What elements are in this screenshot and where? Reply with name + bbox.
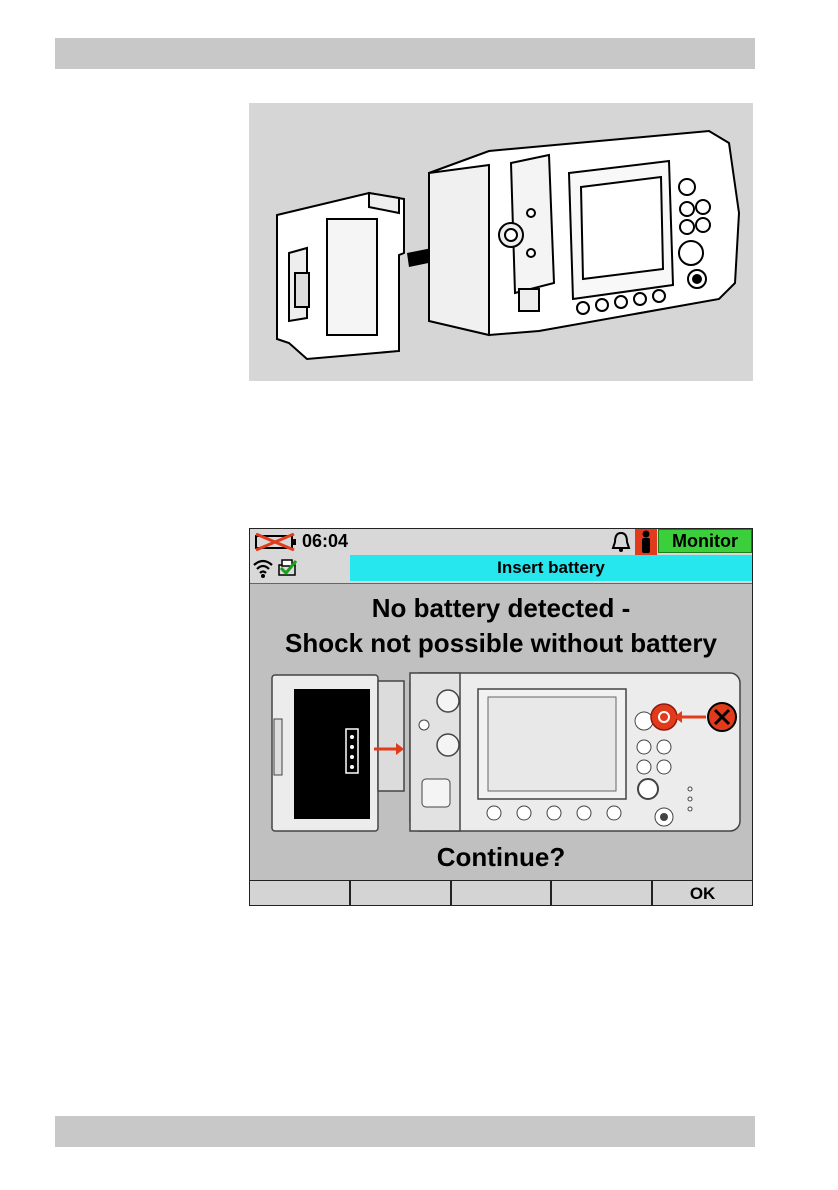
close-x-icon: [708, 703, 736, 731]
bell-icon: [610, 531, 632, 553]
device-screen: 06:04 Monitor Insert battery No battery …: [249, 528, 753, 906]
battery-missing-icon: [254, 533, 298, 551]
continue-prompt: Continue?: [250, 842, 752, 873]
page-header-bar: [55, 38, 755, 69]
softkey-3[interactable]: [452, 881, 553, 906]
softkey-2[interactable]: [351, 881, 452, 906]
battery-pack-drawing: [277, 193, 404, 359]
screen-title: Insert battery: [350, 555, 752, 581]
mode-indicator[interactable]: Monitor: [658, 529, 752, 553]
message-line-2: Shock not possible without battery: [250, 628, 752, 659]
wifi-icon: [252, 557, 274, 579]
device-front-drawing: [410, 673, 740, 831]
page-footer-bar: [55, 1116, 755, 1147]
printer-check-icon: [276, 557, 298, 579]
status-row: 06:04 Monitor: [250, 529, 752, 555]
info-row: Insert battery: [250, 555, 752, 584]
message-line-1: No battery detected -: [250, 593, 752, 624]
clock-time: 06:04: [302, 531, 348, 552]
patient-icon: [635, 529, 657, 555]
shock-button-icon: [651, 704, 677, 730]
battery-drawing: [272, 675, 404, 831]
softkey-4[interactable]: [552, 881, 653, 906]
battery-insertion-illustration: [249, 103, 753, 381]
device-drawing: [429, 131, 739, 335]
softkey-1[interactable]: [250, 881, 351, 906]
device-diagram: [250, 669, 752, 839]
ok-button[interactable]: OK: [653, 881, 752, 906]
softkey-bar: OK: [250, 880, 752, 906]
